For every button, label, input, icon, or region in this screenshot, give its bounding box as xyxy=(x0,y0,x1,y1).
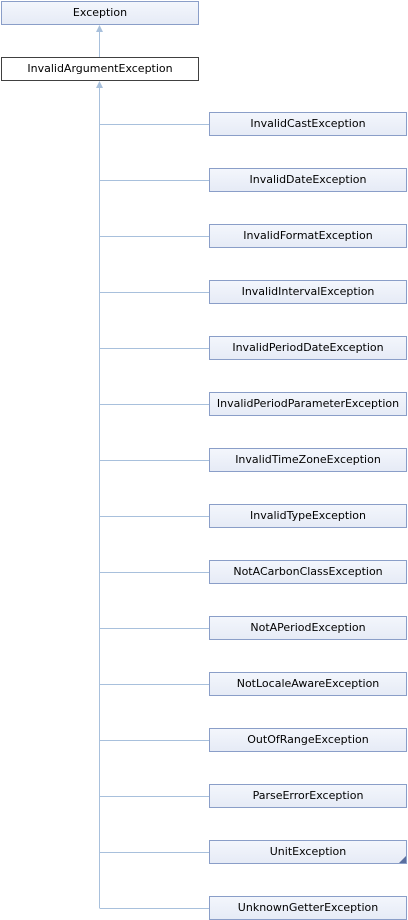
node-invalid-date-exception[interactable]: InvalidDateException xyxy=(209,168,407,192)
node-invalid-time-zone-exception[interactable]: InvalidTimeZoneException xyxy=(209,448,407,472)
node-invalid-interval-exception[interactable]: InvalidIntervalException xyxy=(209,280,407,304)
node-invalid-period-date-exception[interactable]: InvalidPeriodDateException xyxy=(209,336,407,360)
arrowhead-exception xyxy=(96,25,103,32)
node-exception[interactable]: Exception xyxy=(1,1,199,25)
node-not-a-period-exception[interactable]: NotAPeriodException xyxy=(209,616,407,640)
node-invalid-type-exception[interactable]: InvalidTypeException xyxy=(209,504,407,528)
node-out-of-range-exception[interactable]: OutOfRangeException xyxy=(209,728,407,752)
node-invalid-cast-exception[interactable]: InvalidCastException xyxy=(209,112,407,136)
node-unknown-getter-exception[interactable]: UnknownGetterException xyxy=(209,896,407,920)
node-unit-exception[interactable]: UnitException xyxy=(209,840,407,864)
node-parse-error-exception[interactable]: ParseErrorException xyxy=(209,784,407,808)
node-not-a-carbon-class-exception[interactable]: NotACarbonClassException xyxy=(209,560,407,584)
arrowhead-invalid-argument-exception xyxy=(96,81,103,88)
node-invalid-period-parameter-exception[interactable]: InvalidPeriodParameterException xyxy=(209,392,407,416)
node-invalid-argument-exception: InvalidArgumentException xyxy=(1,57,199,81)
node-not-locale-aware-exception[interactable]: NotLocaleAwareException xyxy=(209,672,407,696)
node-invalid-format-exception[interactable]: InvalidFormatException xyxy=(209,224,407,248)
